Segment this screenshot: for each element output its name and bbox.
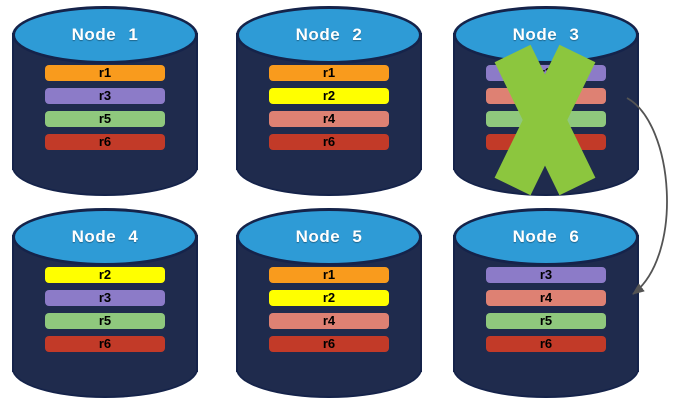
replica-bar-r1: r1: [269, 267, 389, 283]
node-title: Node 4: [71, 227, 139, 246]
node-4: Node 4 r2 r3 r5 r6: [12, 208, 198, 398]
replica-bar-r1: r1: [269, 65, 389, 81]
replica-bar-r6: r6: [486, 134, 606, 150]
replica-bar-r5: r5: [486, 111, 606, 127]
replica-bar-r6: r6: [45, 336, 165, 352]
node-3: Node 3 r3 r4 r5 r6: [453, 6, 639, 196]
replica-list: r3 r4 r5 r6: [455, 65, 637, 157]
replica-list: r1 r2 r4 r6: [238, 267, 420, 359]
replica-bar-r2: r2: [45, 267, 165, 283]
replica-bar-r5: r5: [45, 313, 165, 329]
replica-bar-r6: r6: [269, 134, 389, 150]
cylinder-top: Node 4: [12, 208, 198, 266]
replica-bar-r3: r3: [45, 290, 165, 306]
node-title: Node 2: [295, 25, 363, 44]
replica-bar-r3: r3: [486, 267, 606, 283]
replica-list: r2 r3 r5 r6: [14, 267, 196, 359]
replica-list: r3 r4 r5 r6: [455, 267, 637, 359]
replica-bar-r2: r2: [269, 88, 389, 104]
node-6: Node 6 r3 r4 r5 r6: [453, 208, 639, 398]
replica-bar-r6: r6: [486, 336, 606, 352]
replica-bar-r3: r3: [486, 65, 606, 81]
node-title: Node 3: [512, 25, 580, 44]
replica-bar-r3: r3: [45, 88, 165, 104]
cylinder-top: Node 5: [236, 208, 422, 266]
node-1: Node 1 r1 r3 r5 r6: [12, 6, 198, 196]
replica-bar-r1: r1: [45, 65, 165, 81]
replica-bar-r6: r6: [269, 336, 389, 352]
replica-bar-r4: r4: [486, 290, 606, 306]
replica-bar-r5: r5: [45, 111, 165, 127]
cylinder-top: Node 6: [453, 208, 639, 266]
replica-bar-r2: r2: [269, 290, 389, 306]
node-2: Node 2 r1 r2 r4 r6: [236, 6, 422, 196]
node-title: Node 6: [512, 227, 580, 246]
node-title: Node 1: [71, 25, 139, 44]
replica-bar-r6: r6: [45, 134, 165, 150]
replica-list: r1 r2 r4 r6: [238, 65, 420, 157]
replica-bar-r4: r4: [269, 111, 389, 127]
node-5: Node 5 r1 r2 r4 r6: [236, 208, 422, 398]
node-title: Node 5: [295, 227, 363, 246]
replica-bar-r4: r4: [269, 313, 389, 329]
replica-bar-r5: r5: [486, 313, 606, 329]
cylinder-top: Node 2: [236, 6, 422, 64]
cylinder-top: Node 3: [453, 6, 639, 64]
replica-list: r1 r3 r5 r6: [14, 65, 196, 157]
replica-bar-r4: r4: [486, 88, 606, 104]
cylinder-top: Node 1: [12, 6, 198, 64]
